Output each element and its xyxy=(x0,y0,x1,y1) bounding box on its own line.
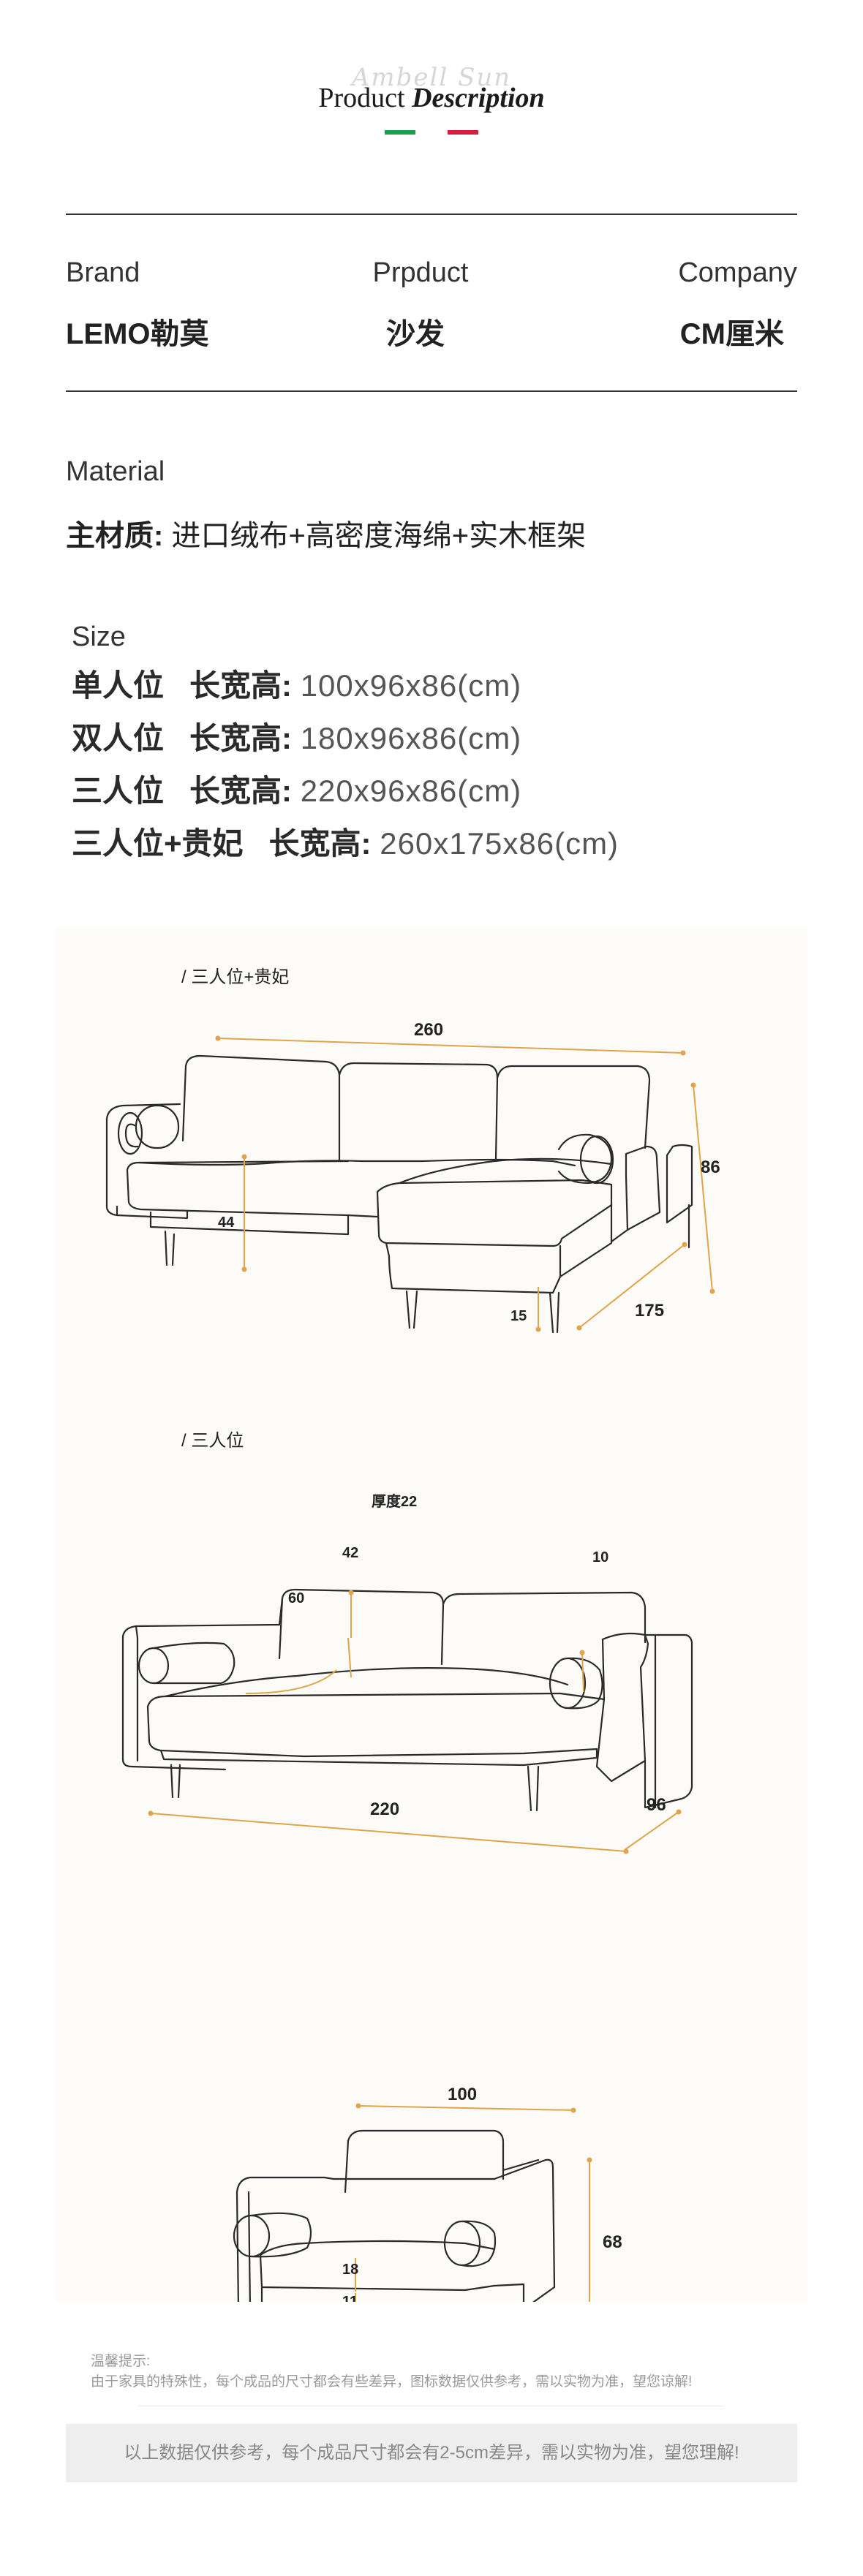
size-row-triple-chaise: 三人位+贵妃 长宽高: 260x175x86(cm) xyxy=(72,819,619,864)
sectional-depth-label: 175 xyxy=(635,1301,664,1321)
decorative-script-watermark: Ambell Sun xyxy=(351,63,512,92)
single-seat-label: 18 xyxy=(342,2262,358,2278)
dimension-drawings-panel: / 三人位+贵妃 / 三人位 xyxy=(56,927,807,2302)
sectional-seat-label: 44 xyxy=(218,1215,235,1231)
size-name: 单人位 xyxy=(72,668,165,703)
size-dim-label: 长宽高: xyxy=(189,668,293,703)
brand-label: Brand xyxy=(66,257,140,288)
company-label: Company xyxy=(678,257,797,288)
single-width-label: 100 xyxy=(448,2085,477,2104)
sofa-line-drawings: 260 86 175 44 15 220 96 厚度22 42 60 10 10… xyxy=(105,1020,720,2302)
company-value: CM厘米 xyxy=(679,318,784,350)
product-label: Prpduct xyxy=(372,257,469,288)
size-name: 三人位 xyxy=(72,774,165,808)
flag-white-bar xyxy=(415,130,448,135)
size-row-double: 双人位 长宽高: 180x96x86(cm) xyxy=(72,714,521,758)
single-seat-drawing xyxy=(233,2129,556,2302)
sectional-measures xyxy=(217,1038,713,1329)
section-title-three-seat: / 三人位 xyxy=(181,1431,244,1451)
flag-red-bar xyxy=(448,130,478,135)
single-measures xyxy=(355,2105,590,2302)
notice-title: 温馨提示: xyxy=(91,2354,151,2369)
divider-top xyxy=(66,214,797,215)
notice-box: 温馨提示: 由于家具的特殊性，每个成品的尺寸都会有些差异，图标数据仅供参考，需以… xyxy=(66,2330,797,2395)
measure-endpoints xyxy=(148,1035,715,2163)
size-label: Size xyxy=(72,622,126,652)
size-row-single: 单人位 长宽高: 100x96x86(cm) xyxy=(72,661,521,706)
brand-value: LEMO勒莫 xyxy=(66,318,209,350)
size-name: 双人位 xyxy=(72,721,165,755)
section-title-sectional: / 三人位+贵妃 xyxy=(181,967,290,987)
three-seat-width-label: 220 xyxy=(370,1799,399,1819)
sectional-width-label: 260 xyxy=(414,1020,443,1040)
size-name: 三人位+贵妃 xyxy=(72,826,244,861)
size-dims: 260x175x86(cm) xyxy=(380,826,619,861)
material-line: 主材质: 进口绒布+高密度海绵+实木框架 xyxy=(66,512,586,554)
three-seat-back-label: 42 xyxy=(342,1545,358,1561)
size-dims: 180x96x86(cm) xyxy=(300,721,522,755)
sectional-leg-label: 15 xyxy=(510,1308,527,1324)
notice-text: 由于家具的特殊性，每个成品的尺寸都会有些差异，图标数据仅供参考，需以实物为准，望… xyxy=(91,2374,693,2390)
size-dims: 220x96x86(cm) xyxy=(300,774,522,808)
material-key: 主材质: xyxy=(66,520,164,552)
size-dim-label: 长宽高: xyxy=(268,826,372,861)
size-dim-label: 长宽高: xyxy=(189,721,293,755)
sectional-sofa-drawing xyxy=(105,1054,693,1334)
three-seat-seat-label: 60 xyxy=(288,1590,304,1606)
sectional-height-label: 86 xyxy=(701,1157,720,1177)
title-word-description: Description xyxy=(412,83,545,113)
size-dim-label: 长宽高: xyxy=(189,774,293,808)
three-seat-sofa-drawing xyxy=(121,1588,693,1812)
three-seat-measures xyxy=(150,1593,679,1852)
divider-bottom xyxy=(66,390,797,392)
single-leg-label: 11 xyxy=(342,2294,358,2302)
three-seat-depth-label: 96 xyxy=(647,1795,666,1815)
size-row-triple: 三人位 长宽高: 220x96x86(cm) xyxy=(72,766,521,811)
three-seat-thickness-label: 厚度22 xyxy=(372,1492,417,1510)
size-dims: 100x96x86(cm) xyxy=(300,668,522,703)
page-title: Product Description xyxy=(0,82,863,114)
three-seat-arm-label: 10 xyxy=(592,1549,608,1565)
single-height-label: 68 xyxy=(603,2232,622,2252)
bottom-disclaimer: 以上数据仅供参考，每个成品尺寸都会有2-5cm差异，需以实物为准，望您理解! xyxy=(66,2424,797,2482)
measure-lines xyxy=(150,1038,713,2302)
flag-green-bar xyxy=(385,130,415,135)
product-value: 沙发 xyxy=(386,318,445,350)
title-word-product: Product xyxy=(318,83,405,113)
material-label: Material xyxy=(66,456,165,487)
material-value: 进口绒布+高密度海绵+实木框架 xyxy=(171,520,587,552)
